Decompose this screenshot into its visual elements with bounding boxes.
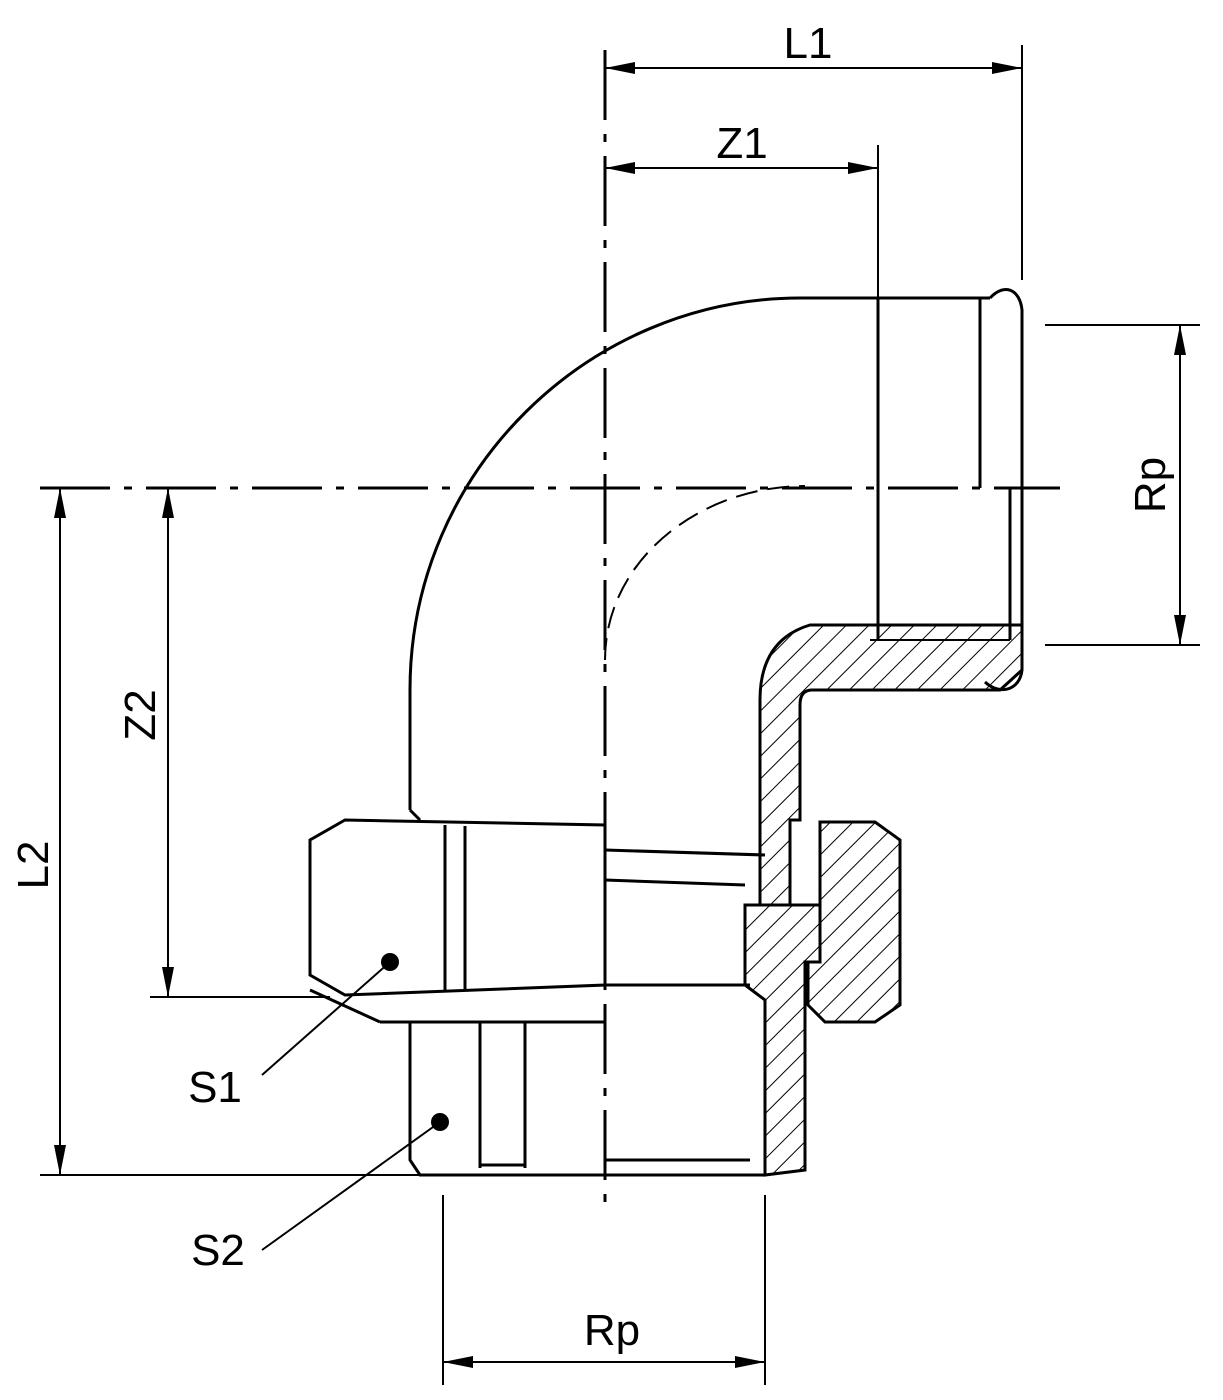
elbow-outer-contour xyxy=(408,296,990,810)
label-z2: Z2 xyxy=(116,689,165,740)
union-nut-section xyxy=(806,820,902,1024)
union-nut xyxy=(308,818,766,1024)
extension-lines xyxy=(40,45,1200,1385)
hex-nut-outline xyxy=(308,818,607,997)
label-l2: L2 xyxy=(9,841,58,890)
label-rp-bottom: Rp xyxy=(584,1306,640,1355)
label-rp-right: Rp xyxy=(1126,457,1175,513)
label-s1: S1 xyxy=(188,1063,242,1112)
label-l1: L1 xyxy=(784,19,833,68)
s1-leader xyxy=(261,961,391,1076)
elbow-body xyxy=(408,288,1024,822)
tailpiece-section xyxy=(743,903,822,1177)
leader-lines xyxy=(261,961,441,1251)
elbow-inner-hidden-contour xyxy=(604,485,806,661)
label-s2: S2 xyxy=(191,1226,245,1275)
tailpiece-outline xyxy=(408,1022,765,1177)
dimension-lines xyxy=(54,62,1186,1368)
s2-leader xyxy=(261,1121,441,1251)
center-lines xyxy=(40,50,1060,1205)
label-z1: Z1 xyxy=(716,119,767,168)
tailpiece xyxy=(408,1022,765,1177)
